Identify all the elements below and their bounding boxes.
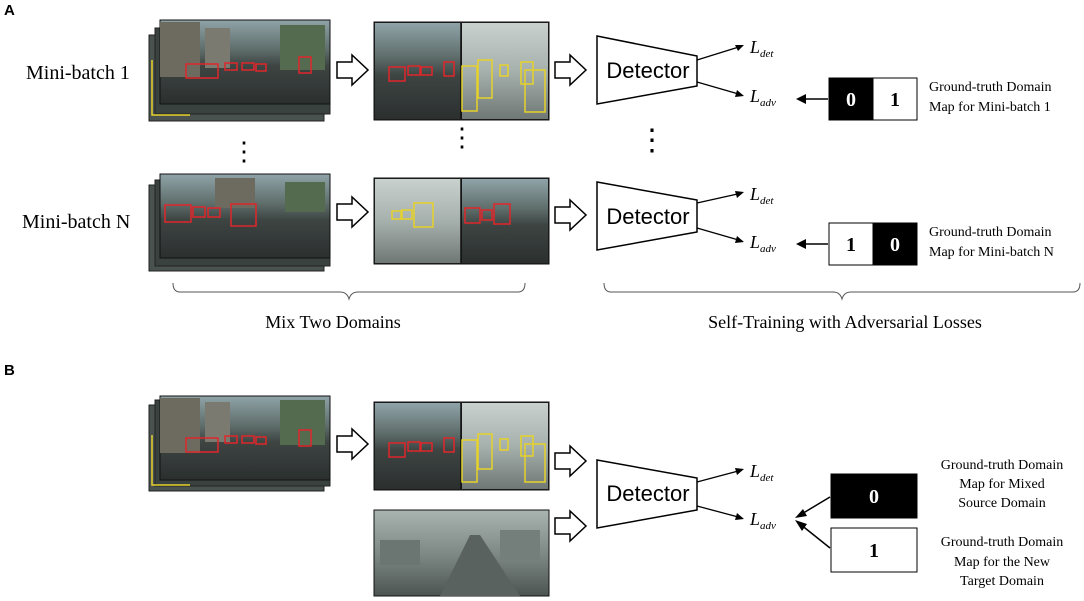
loss-adv-1: Ladv [749, 86, 776, 109]
target-domain-image [373, 509, 550, 597]
svg-text:Map for the New: Map for the New [954, 555, 1051, 570]
svg-text:Map for Mixed: Map for Mixed [959, 477, 1045, 492]
detector-label: Detector [606, 58, 689, 83]
loss-adv-b: Ladv [749, 509, 776, 532]
map-caption-source: Ground-truth Domain [941, 458, 1063, 473]
svg-text:1: 1 [890, 89, 900, 111]
mixed-image-b [373, 401, 550, 491]
svg-text:0: 0 [890, 234, 900, 256]
loss-adv-n: Ladv [749, 232, 776, 255]
arrow-icon [554, 509, 588, 543]
arrow-icon [336, 195, 370, 229]
arrow-icon [554, 444, 588, 478]
loss-det-b: Ldet [749, 461, 774, 484]
domain-map-minibatch-1: 0 1 [828, 77, 918, 121]
map-caption-1: Ground-truth Domain [929, 80, 1051, 95]
brace-mix [172, 282, 526, 301]
detector-1: Detector [596, 35, 698, 105]
detector-label: Detector [606, 204, 689, 229]
arrow-icon [554, 198, 588, 232]
svg-text:1: 1 [869, 540, 879, 562]
panel-label-a: A [4, 2, 15, 19]
mixed-image-1 [373, 21, 550, 121]
detector-n: Detector [596, 181, 698, 251]
arrow-icon [336, 427, 370, 461]
vertical-dots: ⋮ [449, 123, 475, 152]
minibatch-n-label: Mini-batch N [22, 211, 130, 233]
minibatch-1-image-stack [148, 19, 331, 122]
domain-map-mixed-source: 0 [830, 473, 918, 519]
loss-det-1: Ldet [749, 37, 774, 60]
loss-det-n: Ldet [749, 184, 774, 207]
svg-text:Source Domain: Source Domain [958, 496, 1045, 511]
svg-text:Target Domain: Target Domain [960, 574, 1044, 589]
detector-b: Detector [596, 459, 698, 529]
minibatch-1-label: Mini-batch 1 [26, 62, 130, 84]
mixed-image-n [373, 177, 550, 265]
domain-map-new-target: 1 [830, 527, 918, 573]
map-caption-target: Ground-truth Domain [941, 535, 1063, 550]
svg-text:1: 1 [846, 234, 856, 256]
selftrain-caption: Self-Training with Adversarial Losses [708, 312, 982, 332]
minibatch-n-image-stack [148, 173, 331, 272]
vertical-dots: ⋮ [637, 124, 667, 157]
svg-text:Map for Mini-batch 1: Map for Mini-batch 1 [929, 100, 1051, 115]
detector-label: Detector [606, 481, 689, 506]
svg-text:Map for Mini-batch N: Map for Mini-batch N [929, 245, 1054, 260]
source-image-stack-b [148, 395, 331, 492]
svg-text:0: 0 [869, 486, 879, 508]
detection-box [185, 63, 219, 79]
panel-label-b: B [4, 362, 15, 379]
arrow-icon [336, 53, 370, 87]
arrow-icon [554, 53, 588, 87]
domain-map-minibatch-n: 1 0 [828, 222, 918, 266]
mix-caption: Mix Two Domains [265, 312, 400, 332]
map-caption-n: Ground-truth Domain [929, 225, 1051, 240]
vertical-dots: ⋮ [231, 137, 257, 166]
svg-text:0: 0 [846, 89, 856, 111]
brace-selftrain [603, 282, 1081, 301]
